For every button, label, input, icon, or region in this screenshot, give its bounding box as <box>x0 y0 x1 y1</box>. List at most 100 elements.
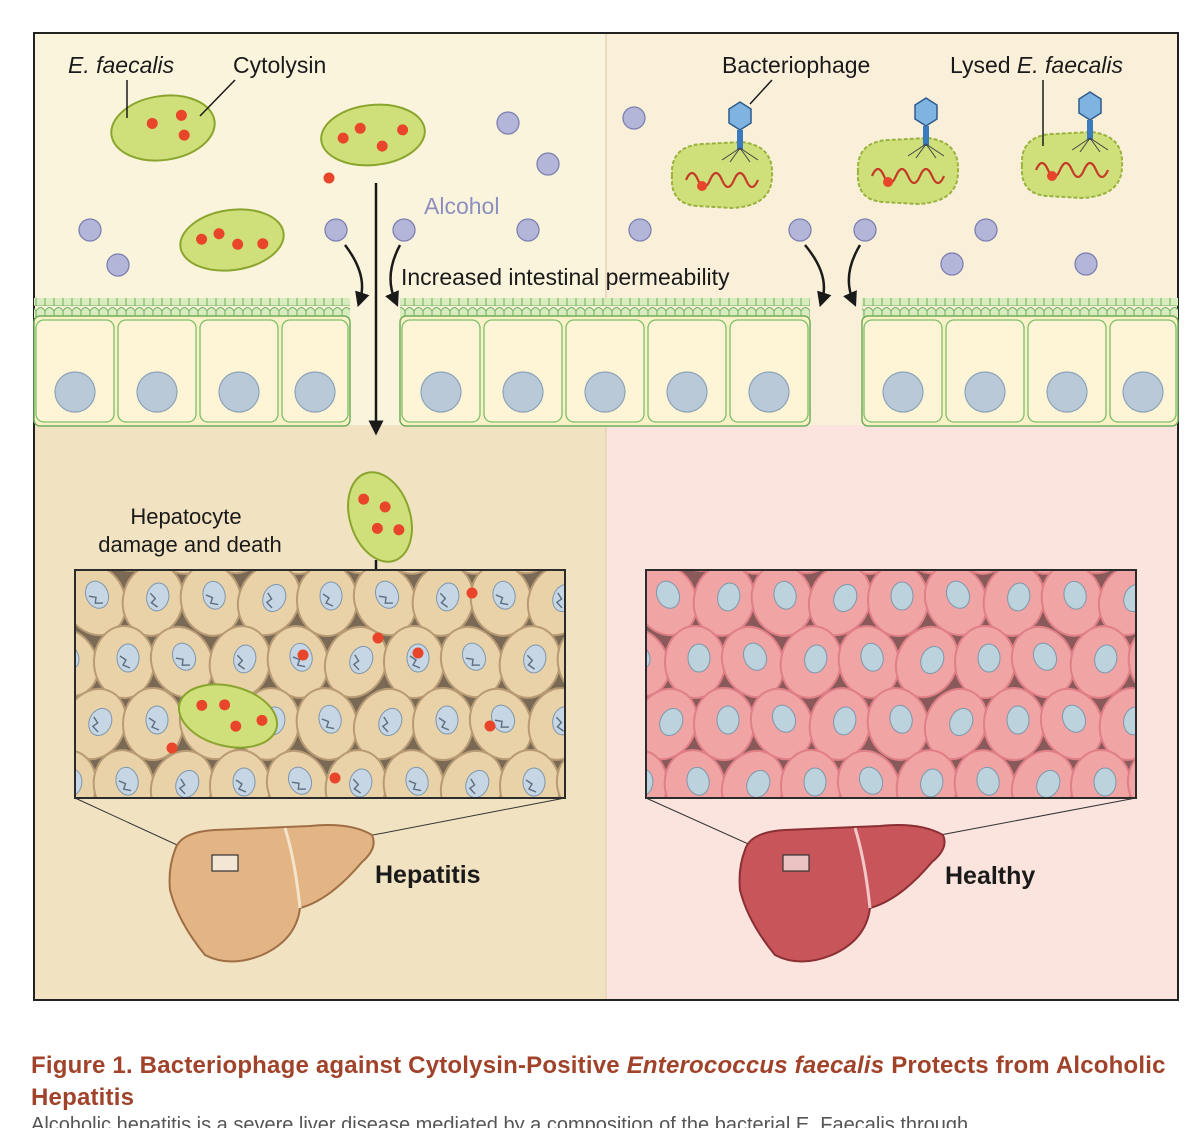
phage-leg <box>739 147 751 163</box>
nucleus-fragment <box>378 595 393 604</box>
alcohol-dot <box>788 218 812 242</box>
hepatocyte-nucleus <box>833 583 858 613</box>
hepatocyte <box>983 687 1045 761</box>
hepatocyte <box>93 625 155 699</box>
dna-strand <box>870 167 946 185</box>
hepatocyte-nucleus <box>1123 706 1136 736</box>
nucleus-fragment <box>175 657 190 666</box>
dna-strand <box>684 171 760 189</box>
cytolysin-dot <box>219 699 231 711</box>
bacteria-in-liver <box>177 471 413 749</box>
liver-healthy <box>738 824 946 963</box>
figure-caption: Figure 1. Bacteriophage against Cytolysi… <box>31 1052 1166 1111</box>
cytolysin-dot <box>354 122 366 134</box>
cell-nucleus <box>964 371 1006 413</box>
cell-nucleus <box>1122 371 1164 413</box>
microvilli <box>400 298 810 318</box>
nucleus-fragment <box>149 592 159 608</box>
hepatocyte-nucleus <box>1061 704 1087 733</box>
hepatocyte-nucleus <box>687 643 711 673</box>
hepatocyte <box>779 625 843 699</box>
hepatocyte <box>1010 625 1076 699</box>
alcohol-dot <box>940 252 964 276</box>
bacteriophage <box>1071 91 1109 153</box>
hepatocyte <box>954 625 1016 699</box>
cytolysin-dot <box>257 238 269 250</box>
hepatocyte <box>836 749 902 798</box>
hepatocyte-nucleus <box>655 580 681 609</box>
microvilli <box>862 298 1178 318</box>
epithelium-segment <box>861 298 1179 427</box>
hepatocyte <box>1039 687 1105 761</box>
hepatocyte <box>498 625 562 699</box>
alcohol-dot <box>496 111 520 135</box>
cytolysin-dot <box>175 109 187 121</box>
hepatocyte <box>894 625 960 699</box>
nucleus-fragment <box>265 592 273 609</box>
hepatocyte-nucleus <box>84 580 110 609</box>
nucleus-fragment <box>235 779 247 793</box>
nucleus-fragment <box>148 717 160 731</box>
nucleus-fragment <box>526 654 536 670</box>
hepatocyte <box>663 749 727 798</box>
alcohol-dot <box>106 253 130 277</box>
cytolysin-dot <box>484 720 496 732</box>
hepatocyte-nucleus <box>890 581 914 611</box>
hepatocyte-nucleus <box>1181 582 1200 610</box>
hepatocyte-nucleus <box>1063 580 1087 610</box>
cytolysin-dot <box>166 742 178 754</box>
hepatocyte-nucleus <box>318 704 342 734</box>
hepatocyte-nucleus <box>717 582 741 612</box>
nucleus-fragment <box>465 657 480 666</box>
e-faecalis-bacterium <box>179 208 285 272</box>
lysed-body <box>856 136 960 206</box>
hepatocyte-nucleus <box>461 642 487 671</box>
bacterium-body <box>320 103 426 167</box>
lysed-body <box>1020 130 1124 200</box>
e-faecalis-bacteria <box>110 94 426 272</box>
nucleus-fragment <box>494 719 509 728</box>
nucleus-fragment <box>178 778 186 795</box>
nucleus-fragment <box>118 780 132 792</box>
healthy-label: Healthy <box>945 862 1035 890</box>
phage-leg <box>925 143 937 159</box>
hepatocyte <box>527 687 565 761</box>
nucleus-fragment <box>236 654 246 670</box>
nucleus-fragment <box>439 592 449 608</box>
hepatocyte-nucleus <box>949 707 974 737</box>
hepatocyte <box>1127 625 1136 699</box>
nucleus-fragment <box>321 718 335 730</box>
hepatocyte-nucleus <box>659 707 684 737</box>
hepatocyte <box>953 570 1017 575</box>
phage-leg <box>1089 137 1101 153</box>
damage-label-line1: Hepatocyte <box>130 504 241 529</box>
hepatocyte <box>866 687 930 761</box>
hepatocyte <box>92 749 156 798</box>
hepatocyte-nucleus <box>889 704 913 734</box>
hepatocyte-nucleus <box>773 580 797 610</box>
alcohol-dot <box>392 218 416 242</box>
nucleus-fragment <box>88 595 103 604</box>
hepatocyte-nucleus <box>202 580 226 610</box>
cytolysin-dot <box>329 772 341 784</box>
hepatocyte <box>382 570 446 575</box>
hepatocyte-body <box>953 570 1017 575</box>
bacterium-body <box>179 208 285 272</box>
nucleus-fragment <box>555 716 565 732</box>
hepatocyte <box>1070 749 1132 798</box>
e-faecalis-bacterium <box>320 103 426 167</box>
nucleus-fragment <box>381 716 389 733</box>
hepatocyte <box>720 749 786 798</box>
cytolysin-dot <box>371 522 383 534</box>
diagram-labels: E. faecalis Cytolysin Bacteriophage Lyse… <box>68 52 1124 890</box>
cell-nucleus <box>748 371 790 413</box>
hepatocyte <box>296 570 358 637</box>
hepatocyte <box>122 687 184 761</box>
hepatocyte-nucleus <box>1177 703 1200 735</box>
diseased-tissue-inset <box>74 569 566 799</box>
hepatocyte-nucleus <box>771 704 797 733</box>
nucleus-fragment <box>438 717 450 731</box>
alcohol-dot <box>324 218 348 242</box>
cell-nucleus <box>294 371 336 413</box>
cytolysin-dot <box>466 587 478 599</box>
